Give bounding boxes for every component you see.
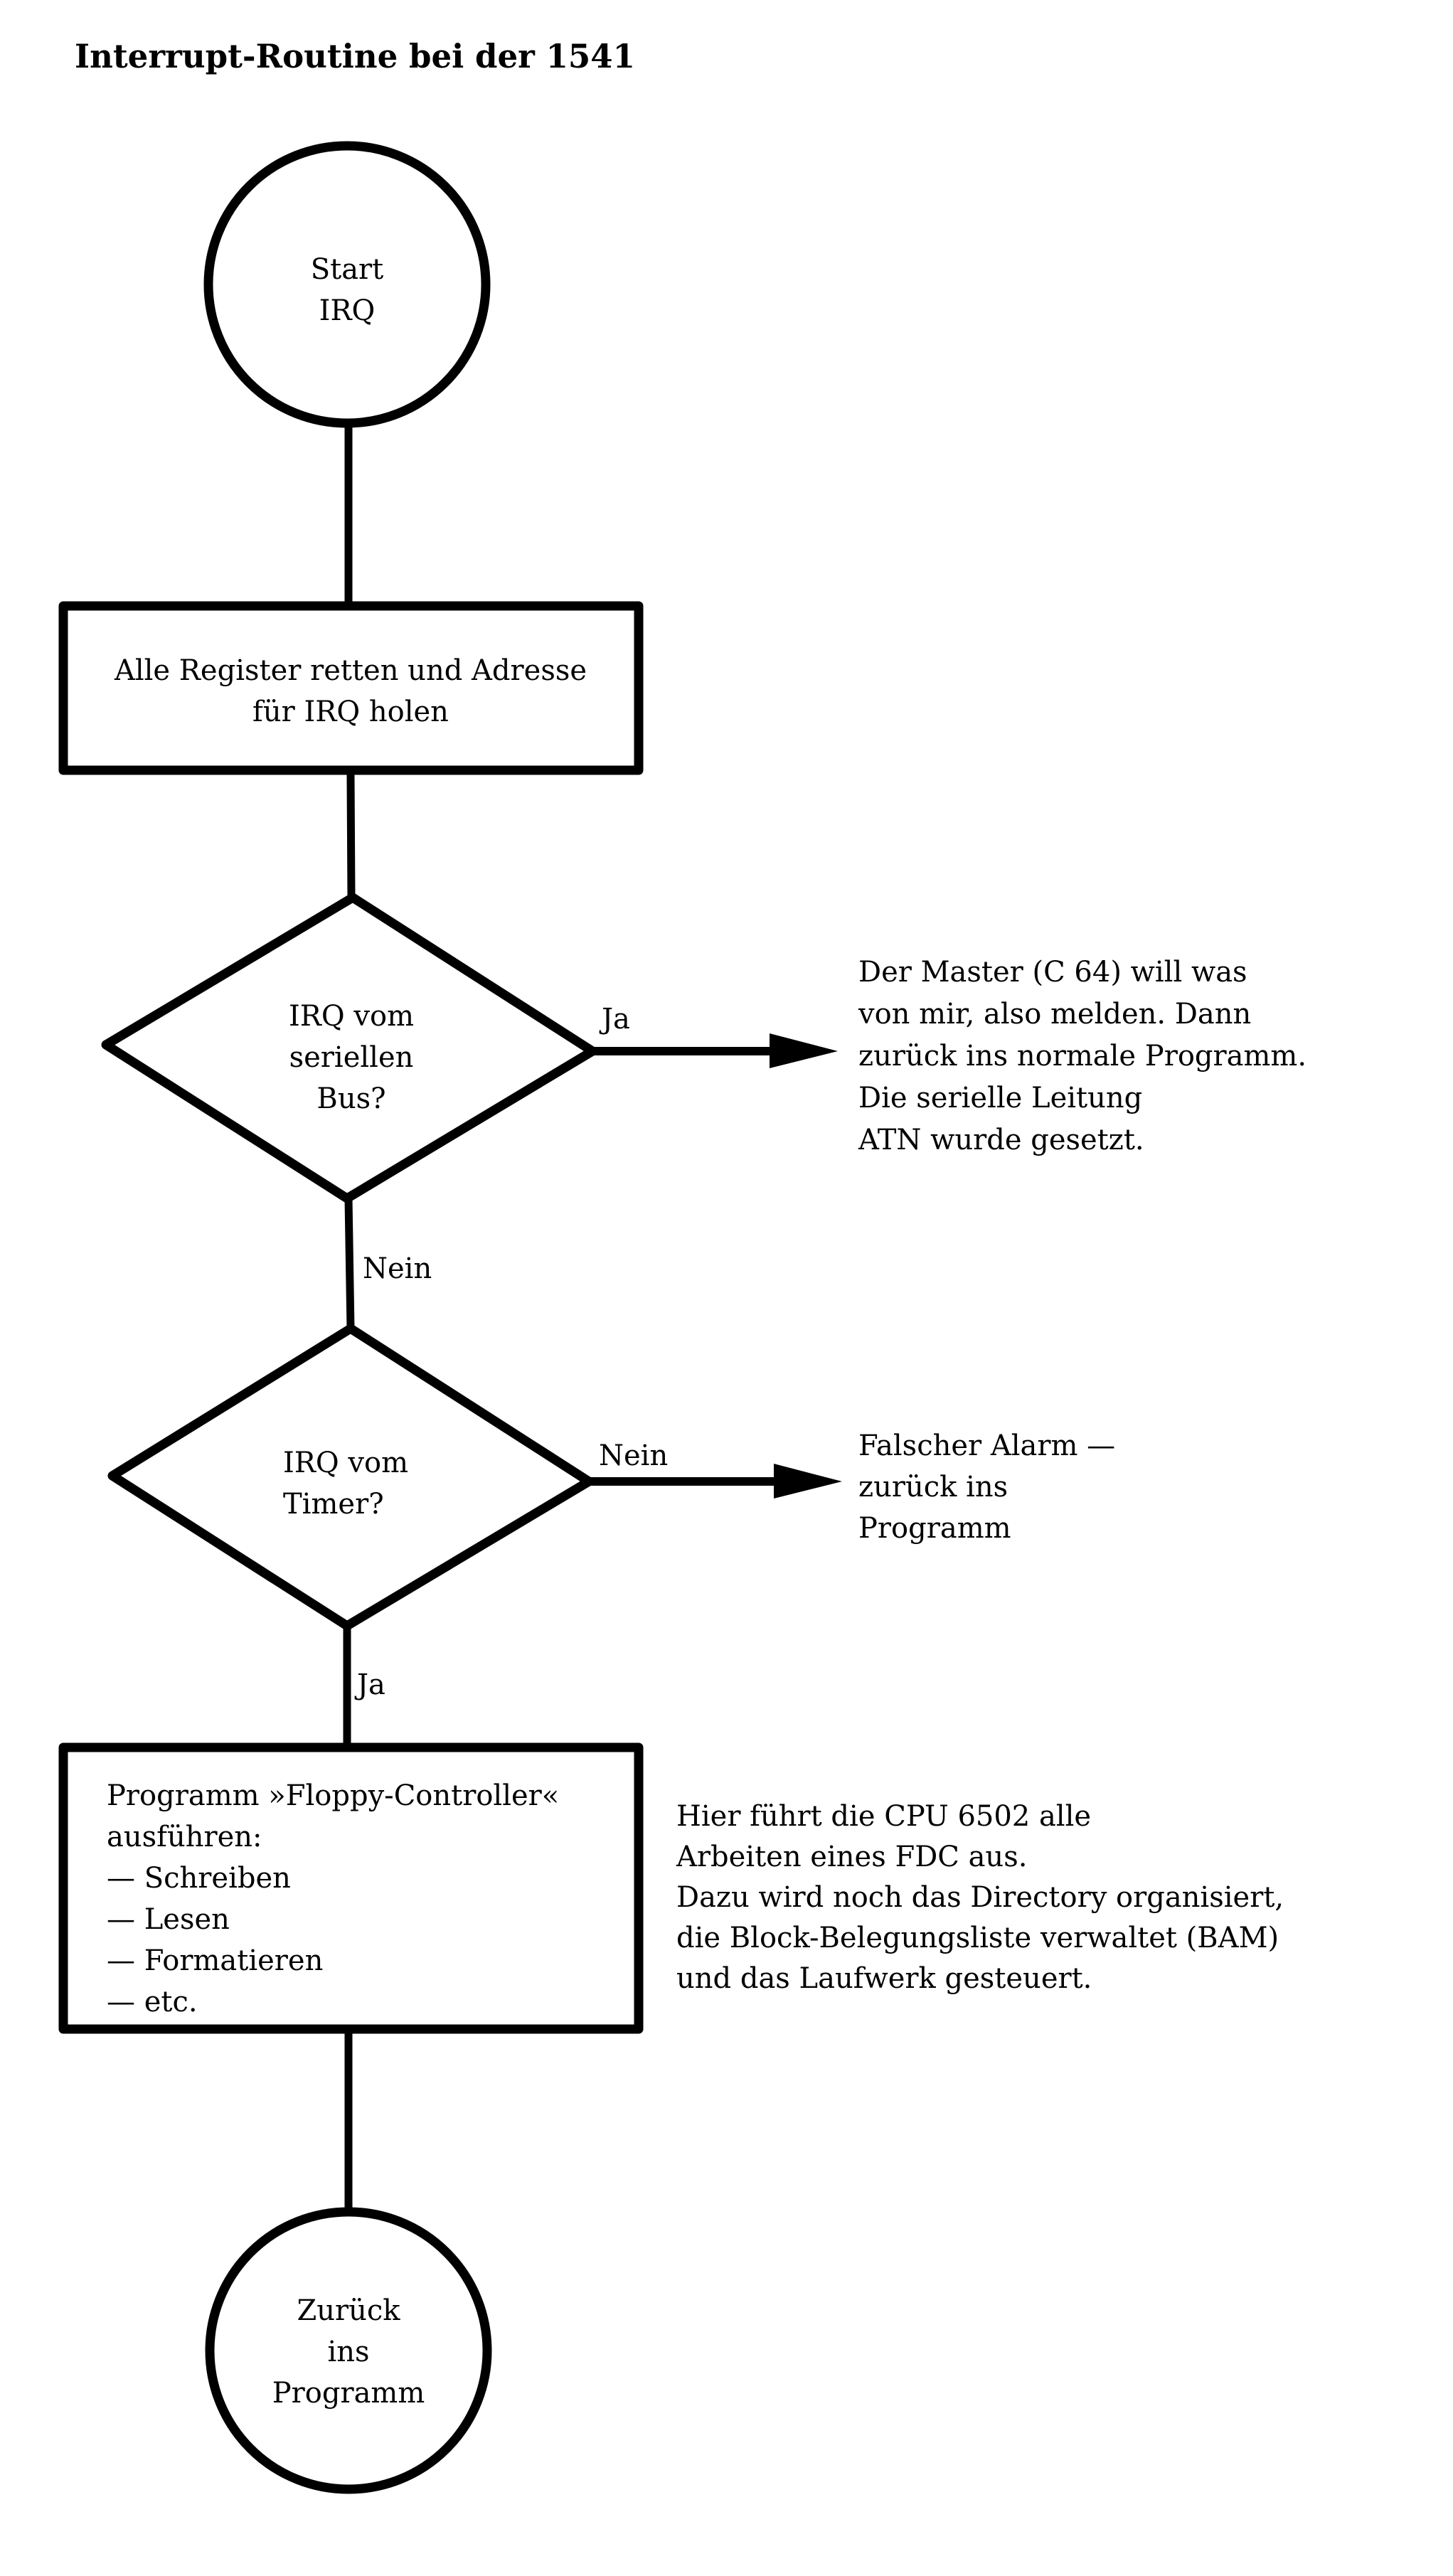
controller-note-line-1: Hier führt die CPU 6502 alle (676, 1800, 1091, 1833)
controller-note-line-2: Arbeiten eines FDC aus. (676, 1841, 1027, 1873)
connector-serial-no (344, 1198, 355, 1329)
floppy-controller-box (58, 1742, 644, 2034)
end-label-line-3: Programm (272, 2377, 425, 2410)
end-circle (205, 2207, 492, 2494)
serial-no-label: Nein (363, 1252, 432, 1285)
end-terminal: Zurück ins Programm (205, 2207, 492, 2494)
serial-note-line-1: Der Master (C 64) will was (858, 956, 1247, 989)
arrowhead-icon (770, 1033, 838, 1068)
serial-yes-label: Ja (599, 1003, 630, 1036)
serial-note-line-2: von mir, also melden. Dann (858, 998, 1251, 1031)
floppy-controller-line-5: — Formatieren (107, 1944, 323, 1977)
serial-bus-line-1: IRQ vom (289, 1000, 414, 1033)
timer-decision: IRQ vom Timer? (107, 1324, 594, 1631)
floppy-controller-line-1: Programm »Floppy-Controller« (107, 1779, 559, 1812)
controller-note-line-5: und das Laufwerk gesteuert. (676, 1962, 1092, 1995)
serial-bus-note: Der Master (C 64) will was von mir, also… (858, 956, 1306, 1156)
start-label-line-2: IRQ (319, 294, 376, 327)
timer-note-line-2: zurück ins (858, 1471, 1008, 1503)
serial-note-line-5: ATN wurde gesetzt. (858, 1124, 1144, 1156)
floppy-controller-line-3: — Schreiben (107, 1862, 291, 1895)
serial-yes-arrow (592, 1033, 838, 1068)
floppy-controller-line-6: — etc. (107, 1986, 198, 2018)
timer-note-line-1: Falscher Alarm — (858, 1430, 1115, 1462)
serial-bus-decision: IRQ vom seriellen Bus? (101, 893, 597, 1203)
start-label-line-1: Start (311, 253, 384, 286)
save-registers-box (58, 601, 644, 775)
timer-no-label: Nein (599, 1439, 668, 1472)
serial-bus-line-2: seriellen (289, 1041, 414, 1074)
save-registers-process: Alle Register retten und Adresse für IRQ… (58, 601, 644, 775)
timer-no-arrow (589, 1464, 842, 1499)
start-terminal: Start IRQ (203, 141, 491, 428)
serial-bus-line-3: Bus? (316, 1082, 385, 1115)
timer-diamond (107, 1324, 594, 1631)
controller-note-line-4: die Block-Belegungsliste verwaltet (BAM) (676, 1922, 1279, 1954)
timer-yes-label: Ja (354, 1668, 385, 1701)
serial-note-line-4: Die serielle Leitung (858, 1082, 1142, 1114)
timer-note: Falscher Alarm — zurück ins Programm (858, 1430, 1115, 1545)
timer-note-line-3: Programm (858, 1512, 1011, 1545)
end-label-line-2: ins (327, 2336, 369, 2368)
start-circle (203, 141, 491, 428)
save-registers-line-1: Alle Register retten und Adresse (114, 654, 587, 687)
timer-line-1: IRQ vom (283, 1447, 408, 1479)
serial-bus-diamond (101, 893, 597, 1203)
floppy-controller-line-4: — Lesen (107, 1903, 230, 1936)
controller-note-line-3: Dazu wird noch das Directory organisiert… (676, 1881, 1284, 1914)
controller-note: Hier führt die CPU 6502 alle Arbeiten ei… (676, 1800, 1284, 1995)
floppy-controller-process: Programm »Floppy-Controller« ausführen: … (58, 1742, 644, 2034)
diagram-title: Interrupt-Routine bei der 1541 (75, 37, 635, 75)
floppy-controller-line-2: ausführen: (107, 1821, 262, 1853)
save-registers-line-2: für IRQ holen (252, 696, 449, 728)
end-label-line-1: Zurück (297, 2294, 400, 2327)
timer-line-2: Timer? (283, 1488, 384, 1521)
serial-note-line-3: zurück ins normale Programm. (858, 1040, 1306, 1073)
arrowhead-icon (774, 1464, 842, 1499)
